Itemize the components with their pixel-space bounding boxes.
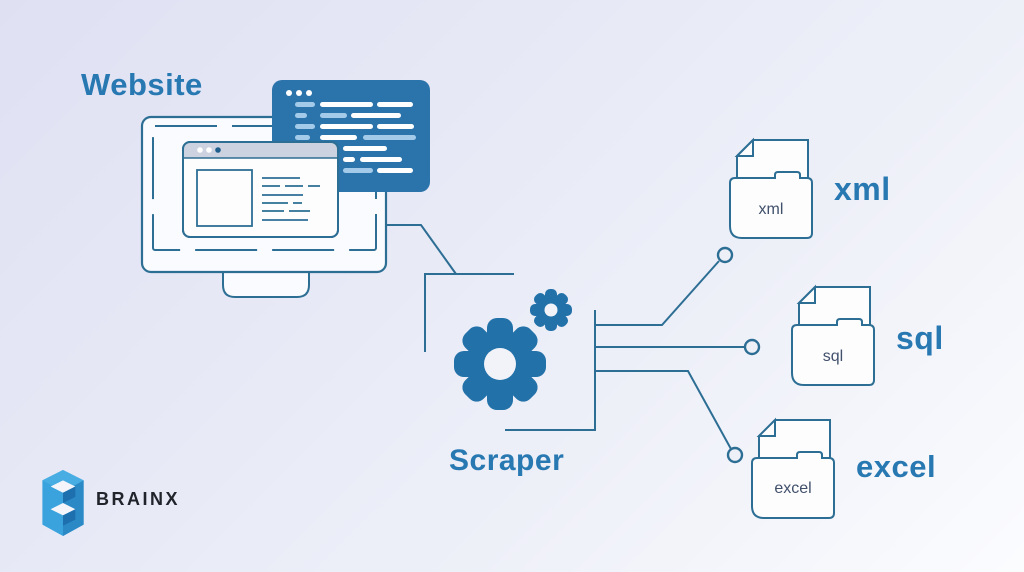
brainx-logo-text: BRAINX	[96, 489, 181, 509]
xml-folder-icon	[729, 137, 813, 239]
brainx-logo-icon	[42, 470, 84, 536]
page-image-placeholder	[196, 169, 253, 227]
excel-folder-icon	[751, 417, 835, 519]
xml-folder-text: xml	[758, 201, 784, 218]
node-circle-sql	[743, 338, 761, 356]
excel-folder-text: excel	[774, 480, 812, 497]
line-to-xml	[595, 260, 720, 326]
large-gear	[454, 318, 546, 410]
scraper-label: Scraper	[449, 444, 565, 477]
website-label: Website	[81, 67, 203, 102]
gears-icon	[454, 289, 572, 410]
monitor-to-scraper-line	[386, 224, 457, 275]
window-dot	[215, 147, 221, 153]
code-lines	[295, 102, 416, 173]
small-gear	[530, 289, 572, 331]
browser-window-icon	[182, 141, 339, 238]
sql-output-label: sql	[896, 320, 944, 356]
sql-folder-icon	[791, 284, 875, 386]
connector-nodes	[716, 246, 761, 464]
sql-folder-text: sql	[822, 348, 844, 365]
node-circle-xml	[716, 246, 734, 264]
node-circle-excel	[726, 446, 744, 464]
window-dot	[197, 147, 203, 153]
excel-output-label: excel	[856, 449, 937, 484]
line-to-excel	[595, 370, 732, 450]
brand-logo: BRAINX	[40, 468, 260, 538]
window-dot	[206, 147, 212, 153]
scraper-left-bracket	[424, 273, 514, 352]
connector-lines	[386, 224, 744, 450]
page-text-lines	[262, 177, 320, 221]
xml-output-label: xml	[834, 171, 891, 207]
scraper-right-bracket	[505, 310, 596, 431]
